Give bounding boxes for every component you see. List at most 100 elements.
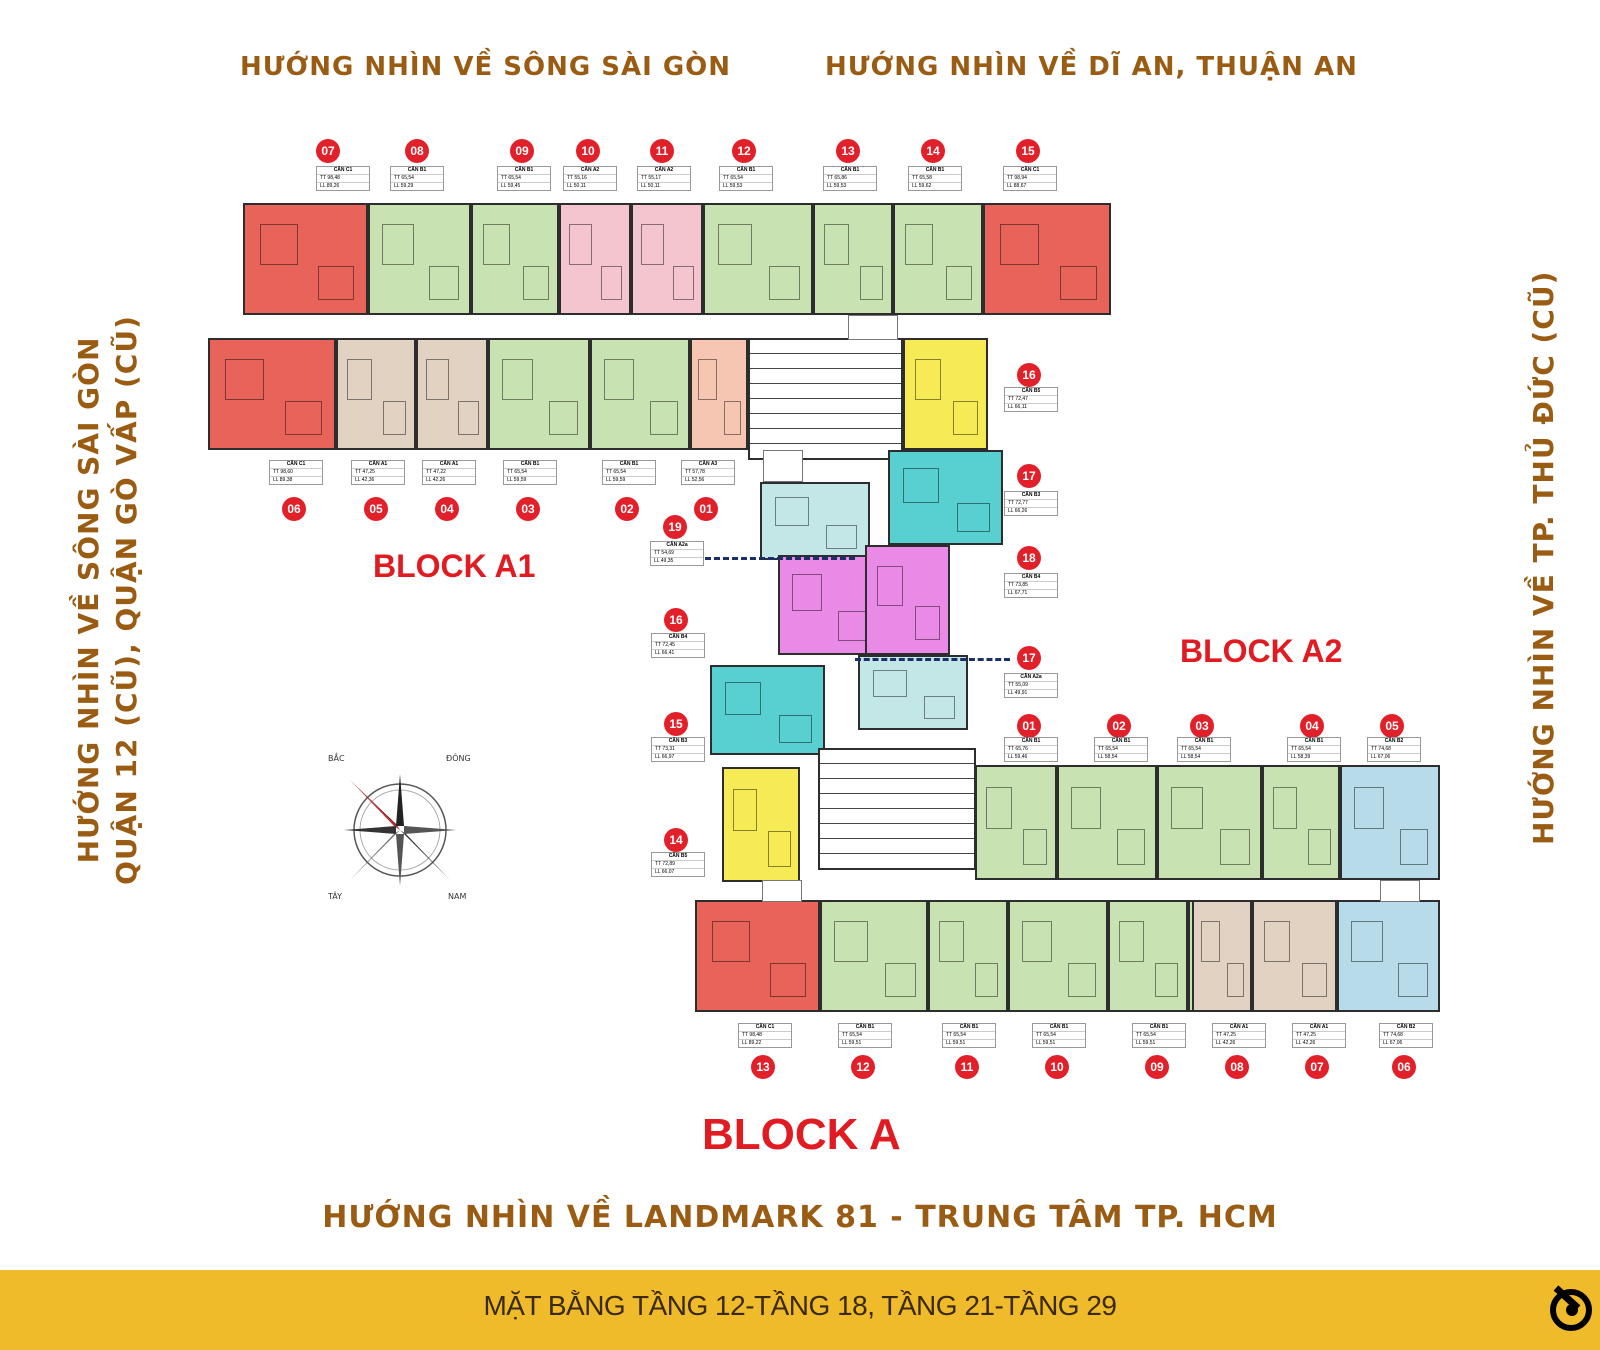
view-direction-left-line2: QUẬN 12 (CŨ), QUẬN GÒ VẤP (CŨ)	[110, 315, 143, 885]
apartment-unit	[813, 203, 893, 315]
unit-type: CĂN B1	[514, 167, 534, 173]
compass-east: ĐÔNG	[446, 754, 471, 763]
compass-west: TÂY	[328, 892, 343, 901]
block-a2-label: BLOCK A2	[1180, 633, 1343, 669]
view-direction-bottom: HƯỚNG NHÌN VỀ LANDMARK 81 - TRUNG TÂM TP…	[322, 1200, 1278, 1235]
unit-type: CĂN B2	[1384, 738, 1404, 744]
unit-area-tt: TT 65,54	[504, 468, 556, 476]
unit-type: CĂN A3	[698, 461, 718, 467]
block-a1-label: BLOCK A1	[373, 548, 536, 584]
unit-number-badge: 01	[694, 497, 718, 521]
apartment-unit	[336, 338, 416, 450]
unit-number-badge: 07	[316, 139, 340, 163]
unit-number-badge: 05	[1380, 714, 1404, 738]
unit-number-badge: 03	[1190, 714, 1214, 738]
unit-type: CĂN B1	[1304, 738, 1324, 744]
unit-number-badge: 16	[664, 608, 688, 632]
unit-area-ll: LL 66,11	[1005, 403, 1057, 411]
unit-type: CĂN C1	[286, 461, 306, 467]
unit-area-ll: LL 58,54	[1095, 753, 1147, 761]
unit-area-ll: LL 59,59	[504, 476, 556, 484]
unit-number-badge: 08	[1225, 1055, 1249, 1079]
unit-area-ll: LL 42,26	[423, 476, 475, 484]
unit-number-badge: 14	[664, 828, 688, 852]
apartment-unit	[208, 338, 336, 450]
unit-area-tt: TT 65,54	[1133, 1031, 1185, 1039]
unit-area-tt: TT 65,86	[824, 174, 876, 182]
unit-area-tt: TT 74,68	[1380, 1031, 1432, 1039]
unit-type: CĂN C1	[755, 1024, 775, 1030]
unit-number-badge: 03	[516, 497, 540, 521]
unit-area-tt: TT 57,78	[682, 468, 734, 476]
footer-banner	[0, 1270, 1600, 1350]
unit-type: CĂN B2	[1396, 1024, 1416, 1030]
unit-area-ll: LL 59,51	[839, 1039, 891, 1047]
unit-number-badge: 05	[364, 497, 388, 521]
unit-number-badge: 13	[836, 139, 860, 163]
unit-number-badge: 09	[1145, 1055, 1169, 1079]
unit-area-ll: LL 59,51	[1033, 1039, 1085, 1047]
elevator-core	[748, 338, 903, 460]
unit-area-ll: LL 89,38	[270, 476, 322, 484]
apartment-unit	[471, 203, 559, 315]
unit-type: CĂN A1	[1309, 1024, 1329, 1030]
unit-area-ll: LL 66,41	[652, 649, 704, 657]
unit-type: CĂN B4	[668, 634, 688, 640]
unit-area-ll: LL 67,06	[1368, 753, 1420, 761]
unit-area-ll: LL 59,53	[720, 182, 772, 190]
unit-type: CĂN B5	[1021, 388, 1041, 394]
apartment-unit	[1157, 765, 1262, 880]
unit-area-ll: LL 50,11	[564, 182, 616, 190]
apartment-unit	[690, 338, 748, 450]
unit-area-tt: TT 65,54	[720, 174, 772, 182]
unit-number-badge: 11	[955, 1055, 979, 1079]
unit-type: CĂN B1	[736, 167, 756, 173]
unit-area-tt: TT 72,47	[1005, 395, 1057, 403]
apartment-unit	[695, 900, 820, 1012]
unit-area-ll: LL 49,91	[1005, 689, 1057, 697]
compass-south: NAM	[448, 892, 467, 901]
apartment-unit	[858, 655, 968, 730]
unit-area-ll: LL 58,39	[1288, 753, 1340, 761]
apartment-unit	[865, 545, 950, 655]
unit-area-tt: TT 72,89	[652, 860, 704, 868]
apartment-unit	[760, 482, 870, 560]
unit-number-badge: 15	[664, 712, 688, 736]
apartment-unit	[559, 203, 631, 315]
unit-type: CĂN B1	[1021, 738, 1041, 744]
unit-area-ll: LL 88,67	[1004, 182, 1056, 190]
apartment-unit	[1192, 900, 1252, 1012]
unit-type: CĂN C1	[1020, 167, 1040, 173]
unit-area-tt: TT 47,25	[352, 468, 404, 476]
apartment-unit	[820, 900, 928, 1012]
unit-area-tt: TT 73,31	[652, 745, 704, 753]
unit-area-ll: LL 66,07	[652, 868, 704, 876]
unit-area-ll: LL 67,06	[1380, 1039, 1432, 1047]
unit-area-tt: TT 54,69	[651, 549, 703, 557]
unit-area-ll: LL 59,51	[943, 1039, 995, 1047]
unit-number-badge: 16	[1017, 363, 1041, 387]
unit-number-badge: 12	[732, 139, 756, 163]
unit-area-tt: TT 65,54	[1178, 745, 1230, 753]
logo-icon	[1550, 1285, 1592, 1331]
apartment-unit	[1108, 900, 1188, 1012]
unit-number-badge: 15	[1016, 139, 1040, 163]
unit-number-badge: 06	[282, 497, 306, 521]
view-direction-left-line1: HƯỚNG NHÌN VỀ SÔNG SÀI GÒN	[72, 336, 105, 864]
unit-area-tt: TT 65,54	[943, 1031, 995, 1039]
unit-area-tt: TT 65,54	[839, 1031, 891, 1039]
unit-number-badge: 07	[1305, 1055, 1329, 1079]
unit-area-ll: LL 52,56	[682, 476, 734, 484]
